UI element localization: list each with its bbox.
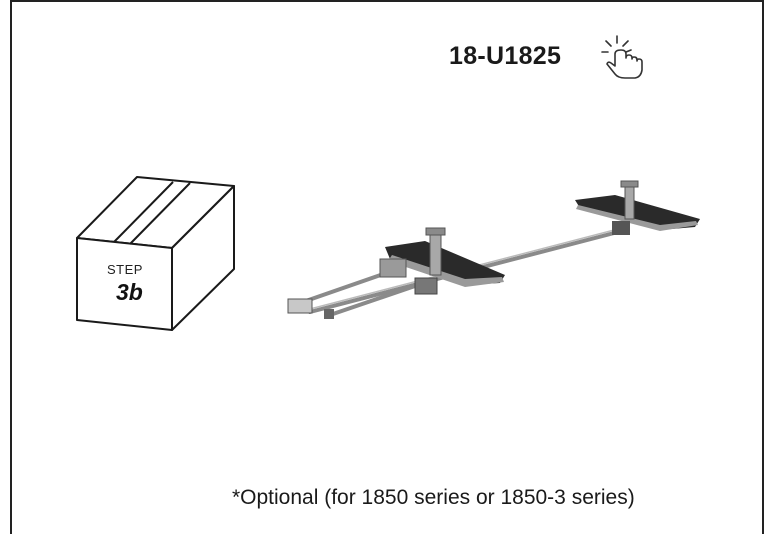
box-icon [76,176,235,331]
step-number: 3b [116,279,143,305]
ladder-rack-illustration [287,180,700,319]
part-number-title: 18-U1825 [449,42,562,70]
hand-tap-icon[interactable] [595,32,655,82]
optional-footnote: *Optional (for 1850 series or 1850-3 ser… [232,486,635,509]
page-frame [10,0,764,534]
step-label: STEP [107,262,143,277]
